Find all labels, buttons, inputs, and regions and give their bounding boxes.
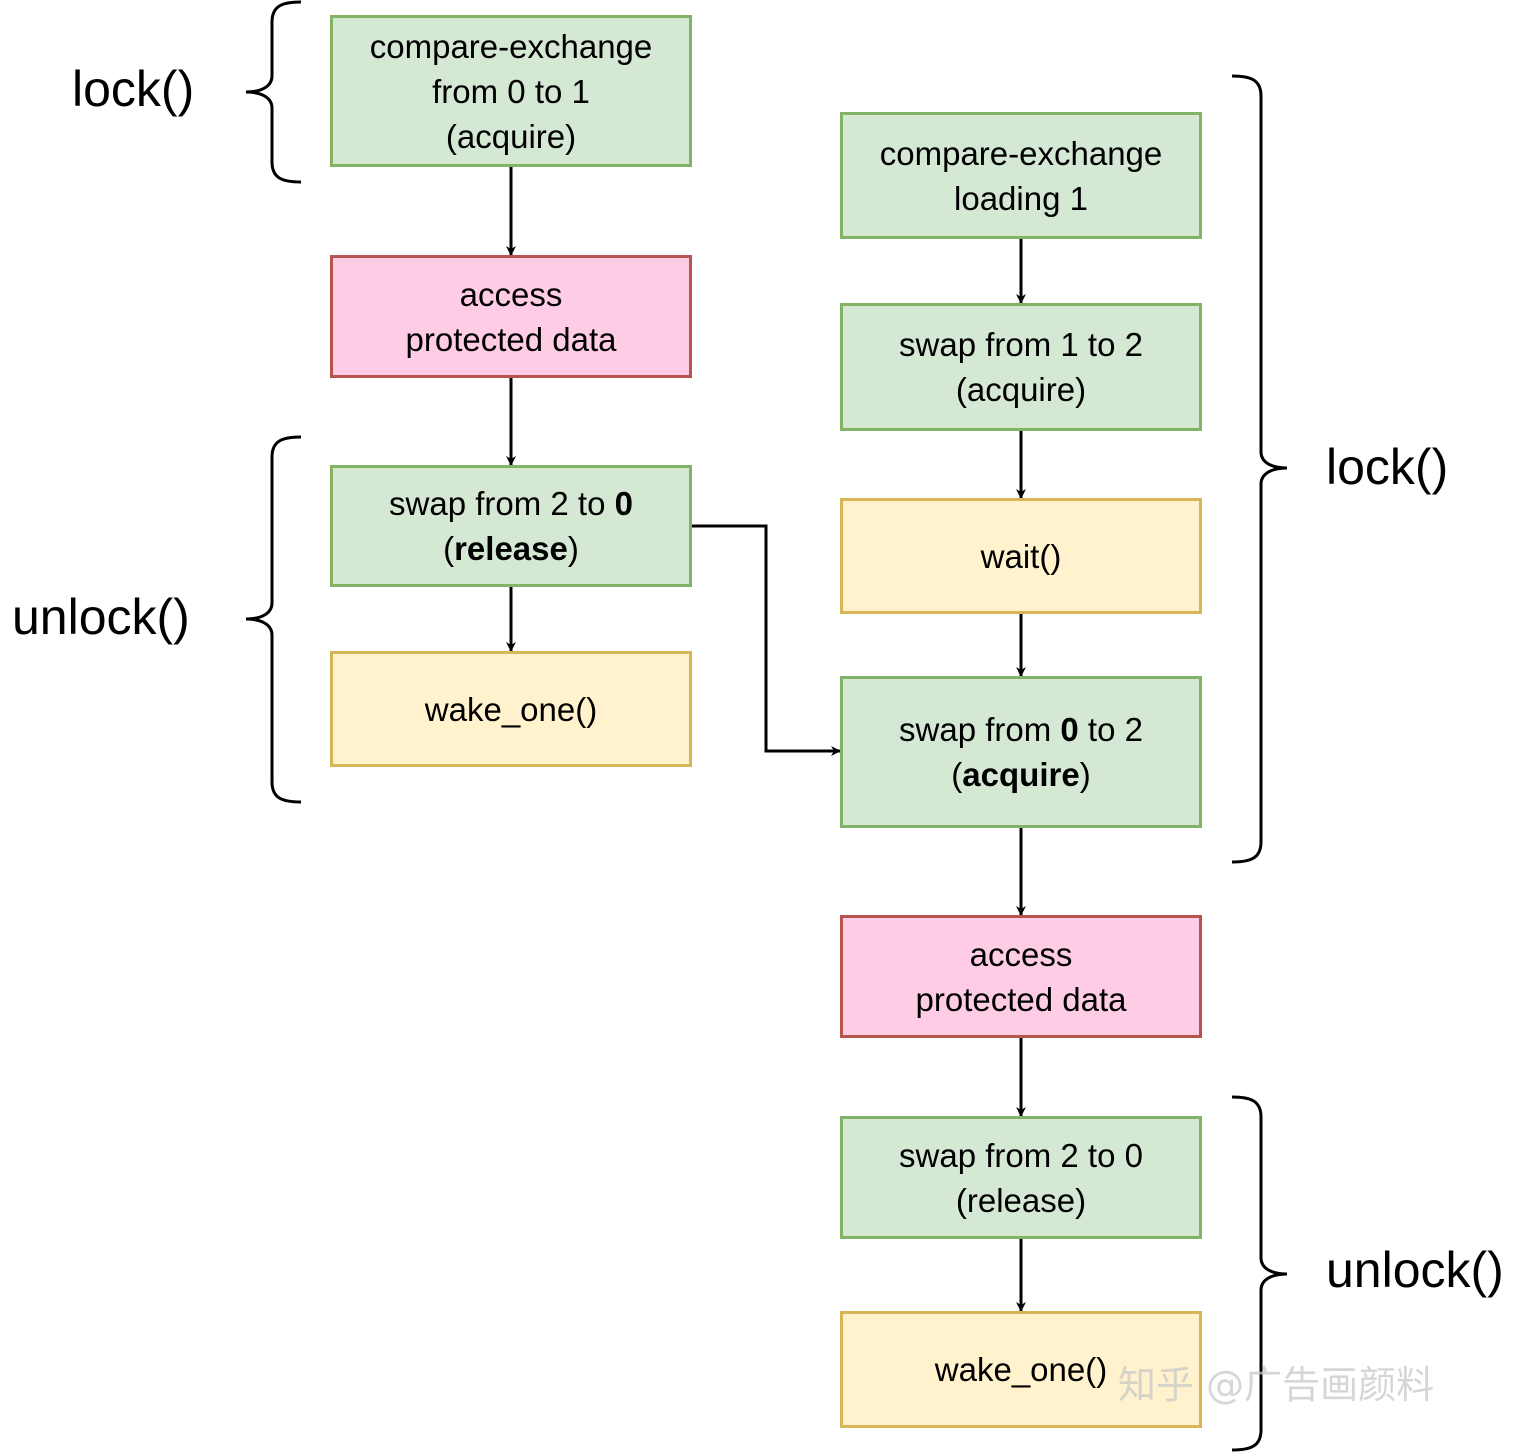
- step-line: (release): [899, 1178, 1143, 1223]
- left-step-wake-one-text: wake_one(): [425, 687, 597, 732]
- left-step-compare-exchange: compare-exchange from 0 to 1 (acquire): [330, 15, 692, 167]
- step-segment: (acquire): [445, 117, 577, 155]
- left-step-wake-one: wake_one(): [330, 651, 692, 767]
- step-segment: access: [459, 275, 563, 313]
- step-segment: swap from: [899, 711, 1061, 748]
- watermark-text: 知乎 @广告画颜料: [1118, 1363, 1435, 1407]
- left-step-swap-release-text: swap from 2 to 0(release): [389, 481, 633, 571]
- right-step-swap-release: swap from 2 to 0 (release): [840, 1116, 1202, 1239]
- step-segment: protected data: [915, 980, 1127, 1018]
- right-step-swap-zero-acquire: swap from 0 to 2(acquire): [840, 676, 1202, 828]
- right-step-wake-one-text: wake_one(): [935, 1347, 1107, 1392]
- step-segment: compare-exchange: [879, 134, 1163, 172]
- step-segment: from 0 to 1: [432, 72, 590, 110]
- step-segment: swap from 2 to 0: [899, 1136, 1143, 1174]
- step-line: wake_one(): [935, 1347, 1107, 1392]
- right-step-compare-exchange: compare-exchange loading 1: [840, 112, 1202, 239]
- right-step-swap-acquire-text: swap from 1 to 2 (acquire): [899, 322, 1143, 412]
- step-segment: swap from 2 to: [389, 485, 615, 522]
- step-line: compare-exchange: [370, 24, 653, 69]
- right-lock-label: lock(): [1326, 439, 1449, 495]
- step-segment: (: [443, 530, 455, 567]
- step-segment: wake_one(): [424, 690, 598, 728]
- step-line: swap from 0 to 2: [899, 707, 1143, 752]
- step-emphasis: acquire: [962, 756, 1080, 793]
- step-line: protected data: [916, 977, 1127, 1022]
- step-line: access: [916, 932, 1127, 977]
- left-step-access-data: access protected data: [330, 255, 692, 378]
- right-step-wait-text: wait(): [981, 534, 1062, 579]
- step-line: wake_one(): [425, 687, 597, 732]
- brace-right-unlock: [1231, 1095, 1288, 1452]
- left-step-compare-exchange-text: compare-exchange from 0 to 1 (acquire): [370, 24, 653, 159]
- step-line: (acquire): [899, 367, 1143, 412]
- arrow-release-to-acquire: [692, 524, 841, 756]
- brace-left-unlock: [245, 435, 302, 804]
- step-segment: swap from 1 to 2: [899, 326, 1143, 363]
- left-step-access-data-text: access protected data: [406, 272, 617, 362]
- step-segment: (release): [955, 1181, 1087, 1219]
- brace-left-lock: [245, 0, 302, 184]
- step-line: access: [406, 272, 617, 317]
- left-step-swap-release: swap from 2 to 0(release): [330, 465, 692, 587]
- step-emphasis: 0: [1060, 711, 1079, 748]
- step-segment: wake_one(): [934, 1351, 1108, 1388]
- step-line: (release): [389, 526, 633, 571]
- step-segment: (: [951, 756, 963, 793]
- step-emphasis: release: [454, 530, 568, 567]
- right-step-wait: wait(): [840, 498, 1202, 614]
- right-step-access-data: access protected data: [840, 915, 1202, 1038]
- step-segment: to 2: [1078, 711, 1143, 748]
- step-line: wait(): [981, 534, 1062, 579]
- right-step-access-data-text: access protected data: [916, 932, 1127, 1022]
- right-unlock-label: unlock(): [1326, 1242, 1504, 1298]
- step-line: swap from 2 to 0: [389, 481, 633, 526]
- step-line: swap from 1 to 2: [899, 322, 1143, 367]
- right-step-swap-release-text: swap from 2 to 0 (release): [899, 1133, 1143, 1223]
- step-segment: compare-exchange: [369, 27, 653, 65]
- step-line: (acquire): [899, 752, 1143, 797]
- brace-right-lock: [1231, 74, 1288, 864]
- step-segment: access: [969, 935, 1073, 973]
- step-line: loading 1: [880, 176, 1163, 221]
- right-step-compare-exchange-text: compare-exchange loading 1: [880, 131, 1163, 221]
- step-segment: ): [1079, 756, 1091, 793]
- left-unlock-label: unlock(): [12, 589, 190, 645]
- left-lock-label: lock(): [72, 61, 195, 117]
- step-line: swap from 2 to 0: [899, 1133, 1143, 1178]
- right-step-swap-acquire: swap from 1 to 2 (acquire): [840, 303, 1202, 431]
- step-segment: protected data: [405, 320, 617, 358]
- right-step-wake-one: wake_one(): [840, 1311, 1202, 1428]
- step-emphasis: 0: [614, 485, 633, 522]
- right-step-swap-zero-acquire-text: swap from 0 to 2(acquire): [899, 707, 1143, 797]
- step-line: protected data: [406, 317, 617, 362]
- step-segment: (acquire): [955, 371, 1087, 408]
- step-line: from 0 to 1: [370, 69, 653, 114]
- step-line: compare-exchange: [880, 131, 1163, 176]
- step-segment: ): [567, 530, 579, 567]
- step-segment: wait(): [980, 537, 1062, 575]
- step-line: (acquire): [370, 114, 653, 159]
- step-segment: loading 1: [954, 179, 1088, 217]
